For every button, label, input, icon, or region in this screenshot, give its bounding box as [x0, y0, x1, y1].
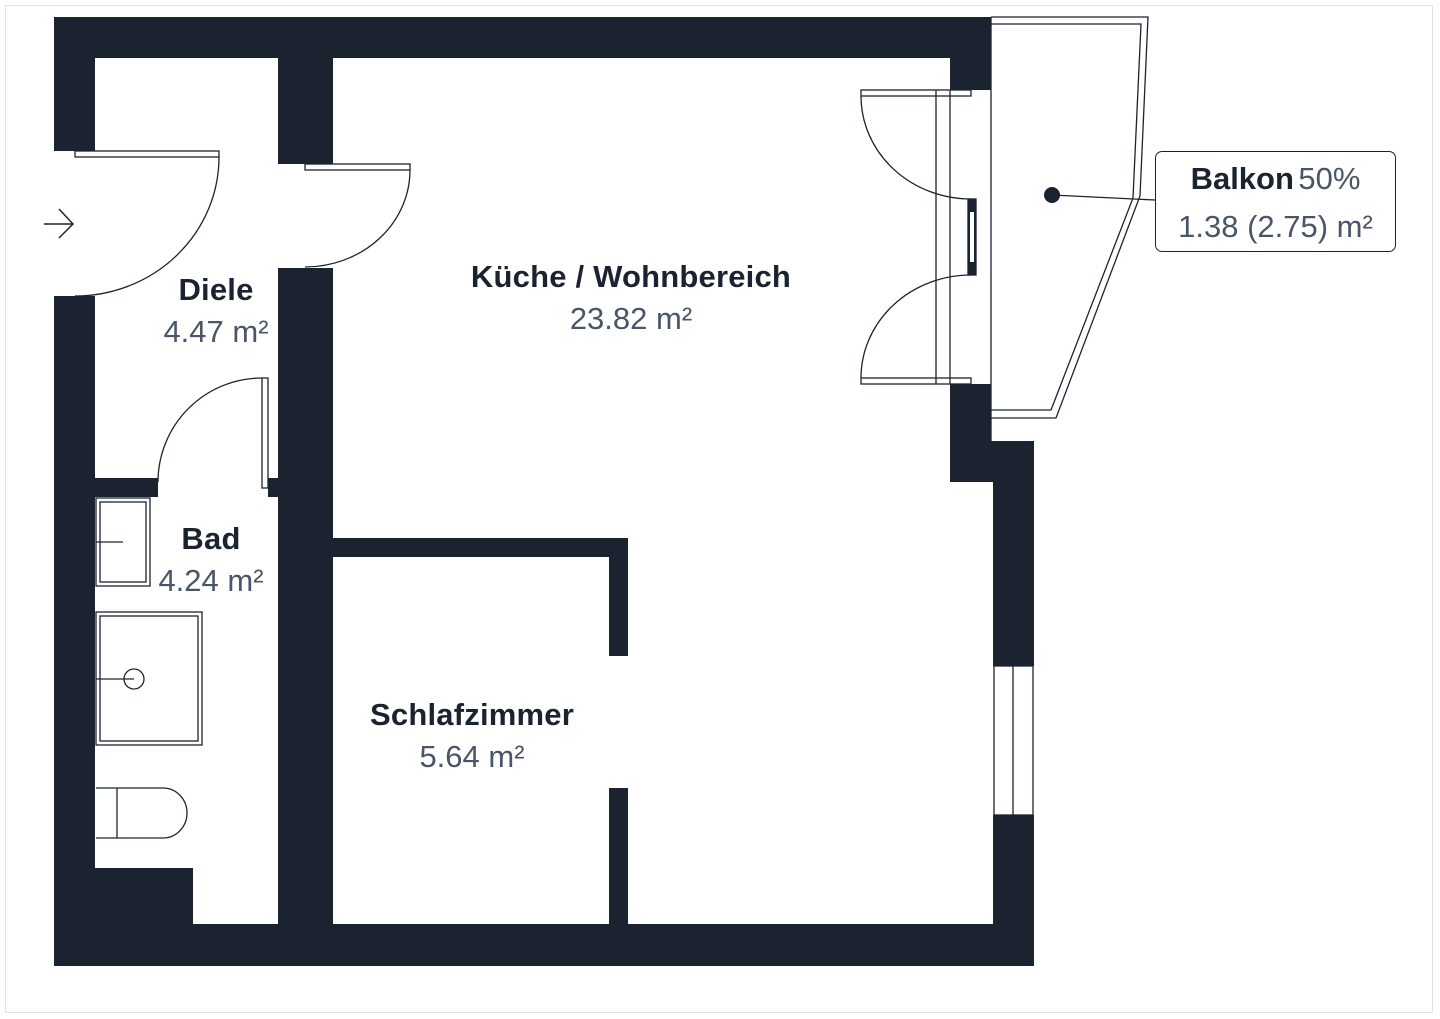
room-area: 4.47 m² [163, 314, 269, 349]
wall-right-mid [950, 384, 991, 482]
room-label-schlafzimmer: Schlafzimmer 5.64 m² [370, 695, 574, 779]
room-name: Diele [178, 272, 254, 307]
walls [54, 17, 1034, 966]
room-name: Schlafzimmer [370, 697, 574, 732]
wall-schlaf-right-lower [609, 788, 628, 928]
wall-diele-bad [95, 478, 158, 497]
bath-door-leaf [261, 377, 269, 489]
kitchen-door-leaf [304, 163, 411, 171]
balcony-outline-inner [991, 23, 1142, 411]
balcony-area: 1.38 (2.75) m² [1178, 209, 1373, 244]
wall-schlaf-top [333, 538, 628, 557]
toilet [96, 787, 188, 839]
wall-schlaf-right-upper [609, 538, 628, 656]
room-label-bad: Bad 4.24 m² [158, 519, 263, 603]
balcony-callout: Balkon 50% 1.38 (2.75) m² [1155, 151, 1396, 252]
bath-door-swing [157, 377, 263, 483]
balcony-percent: 50% [1298, 161, 1361, 196]
entrance-door-leaf [74, 150, 220, 158]
balcony-outline-outer [991, 16, 1149, 419]
balcony-callout-dot [1044, 187, 1060, 203]
room-area: 23.82 m² [569, 301, 693, 336]
balcony-door-top-leaf [860, 89, 972, 97]
page-border [5, 5, 1433, 1013]
balcony-callout-leader [1051, 194, 1156, 201]
wall-left-lower [54, 296, 95, 966]
balcony-door-top-swing [860, 95, 972, 200]
wall-inner-upper [278, 17, 333, 164]
room-label-diele: Diele 4.47 m² [163, 270, 268, 354]
room-area: 4.24 m² [158, 563, 264, 598]
balcony-name: Balkon [1190, 161, 1294, 196]
wall-top [54, 17, 991, 58]
wall-bottom [54, 924, 1034, 966]
wall-left-upper [54, 17, 95, 151]
room-name: Küche / Wohnbereich [470, 259, 792, 294]
wall-bath-corner [54, 868, 193, 966]
wall-right-outer-lower [993, 815, 1034, 966]
wall-right-outer-upper [993, 441, 1034, 666]
entrance-door-swing [74, 156, 220, 297]
arrow-right-icon [44, 208, 75, 239]
balcony-door-bottom-swing [860, 274, 972, 379]
room-name: Bad [181, 521, 241, 556]
kitchen-door-swing [304, 169, 411, 268]
balcony-door-bottom-leaf [860, 377, 972, 385]
fixtures [74, 16, 1156, 839]
wall-right-top [950, 17, 991, 90]
room-area: 5.64 m² [419, 739, 525, 774]
wall-diele-bad-stub [268, 478, 280, 497]
room-label-kueche: Küche / Wohnbereich 23.82 m² [471, 257, 791, 341]
wall-inner-lower [278, 268, 333, 958]
